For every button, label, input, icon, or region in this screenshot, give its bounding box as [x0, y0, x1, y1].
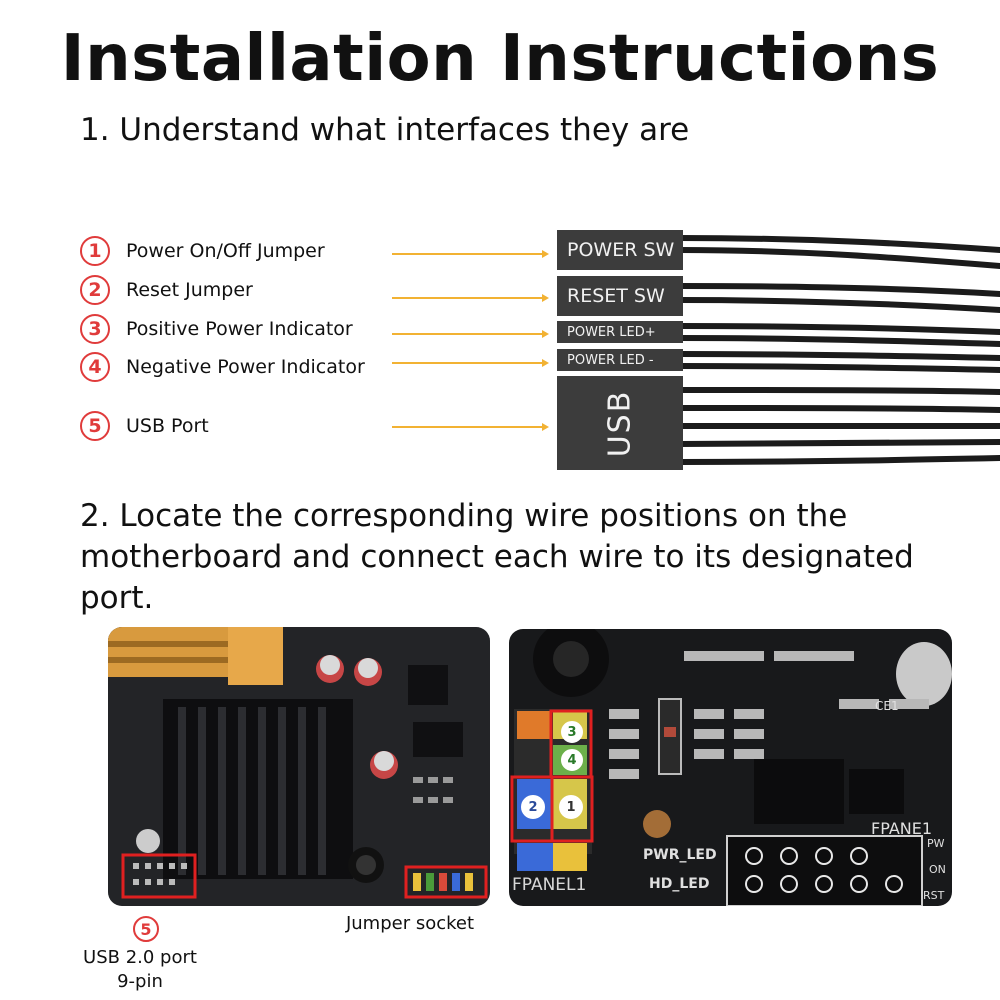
ce1-label: CE1: [875, 699, 899, 713]
arrow-head-icon: [542, 294, 549, 302]
marker-1: 1: [559, 795, 583, 819]
rst-label: RST: [923, 889, 945, 902]
fpane1-label: FPANE1: [871, 819, 933, 838]
usb-label: USB: [602, 389, 638, 457]
legend-item-negative-indicator: 4 Negative Power Indicator: [80, 350, 365, 384]
legend-item-power-switch: 1 Power On/Off Jumper: [80, 234, 325, 268]
usb-caption-line-1: USB 2.0 port: [83, 947, 197, 968]
legend-item-positive-indicator: 3 Positive Power Indicator: [80, 312, 353, 346]
arrow-head-icon: [542, 423, 549, 431]
arrow-1: [392, 253, 542, 255]
connector-usb: USB: [557, 376, 683, 470]
arrow-head-icon: [542, 330, 549, 338]
connector-power-led-positive: POWER LED+: [557, 321, 683, 343]
marker-4: 4: [561, 749, 583, 771]
page-title: Installation Instructions: [60, 22, 940, 96]
pwr-led-label: PWR_LED: [643, 847, 717, 863]
number-2-badge: 2: [80, 275, 110, 305]
usb-caption-line-2: 9-pin: [117, 971, 163, 992]
number-5-badge: 5: [133, 916, 159, 942]
number-5-badge: 5: [80, 411, 110, 441]
marker-2: 2: [521, 795, 545, 819]
fpanel1-label: FPANEL1: [512, 875, 587, 895]
legend-label: Reset Jumper: [126, 279, 253, 301]
cable-bundle: [680, 235, 1000, 465]
hd-led-label: HD_LED: [649, 876, 710, 892]
on-label: ON: [929, 863, 946, 876]
motherboard-photo-right: 3 4 2 1 FPANEL1 FPANE1 PWR_LED HD_LED CE…: [509, 629, 952, 906]
number-4-badge: 4: [80, 352, 110, 382]
legend-label: Positive Power Indicator: [126, 318, 353, 340]
usb-port-caption: USB 2.0 port 9-pin: [60, 946, 220, 994]
legend-item-usb: 5 USB Port: [80, 409, 209, 443]
step-2-heading: 2. Locate the corresponding wire positio…: [80, 498, 914, 616]
legend-label: Negative Power Indicator: [126, 356, 365, 378]
pw-label: PW: [927, 837, 945, 850]
legend-item-reset: 2 Reset Jumper: [80, 273, 253, 307]
arrow-4: [392, 362, 542, 364]
jumper-socket-caption: Jumper socket: [345, 913, 475, 934]
arrow-5: [392, 426, 542, 428]
legend-label: Power On/Off Jumper: [126, 240, 325, 262]
arrow-2: [392, 297, 542, 299]
marker-3: 3: [561, 721, 583, 743]
step-1-heading: 1. Understand what interfaces they are: [80, 112, 690, 148]
arrow-head-icon: [542, 250, 549, 258]
arrow-3: [392, 333, 542, 335]
number-1-badge: 1: [80, 236, 110, 266]
number-3-badge: 3: [80, 314, 110, 344]
connector-power-led-negative: POWER LED -: [557, 349, 683, 371]
motherboard-photo-left: [108, 627, 490, 906]
connector-reset-sw: RESET SW: [557, 276, 683, 316]
arrow-head-icon: [542, 359, 549, 367]
connector-power-sw: POWER SW: [557, 230, 683, 270]
legend-label: USB Port: [126, 415, 209, 437]
